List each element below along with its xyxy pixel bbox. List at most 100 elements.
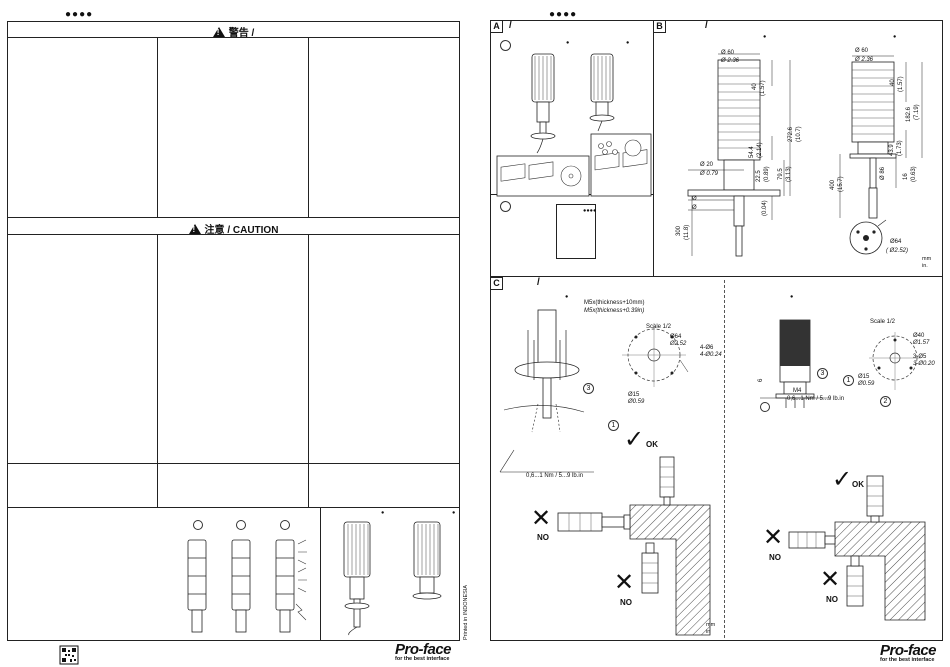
logo-brand: Pro-face [880, 642, 937, 659]
dim-label: Ø 60 [721, 50, 735, 56]
dim-label: 4-Ø6 [700, 345, 714, 351]
dim-label: 22.5 [756, 170, 762, 182]
callout-circle [280, 520, 290, 530]
right-frame [490, 20, 943, 641]
no-cross-icon: ✕ [763, 524, 784, 551]
bullet: ● [790, 294, 794, 300]
no-label: NO [537, 533, 549, 542]
dim-label: Ø0.59 [858, 381, 875, 387]
callout-2-right: 2 [880, 396, 891, 407]
panel-c-title: / [537, 277, 540, 288]
right-logo: Pro-face for the best interface [880, 642, 937, 663]
dim-label: Ø 20 [700, 162, 714, 168]
dim-label: 16 [903, 173, 909, 180]
wall-mount-left [557, 456, 711, 636]
screw-spec-in: M5x(thickness+0.39in) [584, 308, 645, 314]
dim-label: Ø1.57 [913, 340, 930, 346]
warning-icon [212, 27, 225, 37]
callout-circle [760, 402, 770, 412]
printed-in: Printed in INDONESIA [463, 584, 469, 640]
callout-1-left: 1 [608, 420, 619, 431]
dim-label: Ø 2.36 [721, 58, 740, 64]
logo-tagline: for the best interface [880, 657, 935, 663]
dim-label: 272.6 [788, 126, 794, 142]
dim-label: Ø 86 [880, 166, 886, 180]
dim-label: (3.13) [786, 166, 792, 182]
scale-label: Scale 1/2 [646, 324, 672, 330]
ok-label: OK [646, 440, 658, 449]
panel-b-unit: mm in. [922, 256, 932, 269]
logo-brand: Pro-face [395, 641, 452, 658]
bullet: ● [566, 40, 570, 46]
warning-header-text: 警告 / [228, 28, 255, 39]
no-label: NO [620, 598, 632, 607]
dim-label: (15.7) [838, 176, 844, 192]
right-page-marker: ●●●● [549, 9, 578, 20]
no-cross-icon: ✕ [820, 566, 841, 593]
dim-label: 40 [752, 83, 758, 90]
caution-icon [188, 224, 201, 234]
tower-drawings [187, 539, 307, 633]
dim-label: Ø0.59 [628, 399, 645, 405]
bullet: ● [763, 34, 767, 40]
dim-label: 6 [758, 378, 764, 382]
dim-label: 40 [890, 79, 896, 86]
warning-header: 警告 / [7, 24, 460, 39]
dim-label: (1.57) [898, 76, 904, 92]
dim-label: 54.4 [749, 146, 755, 158]
dim-label: Ø [692, 205, 697, 211]
callout-3-right: 3 [817, 368, 828, 379]
torque-spec: 0,6...1 Nm / 5...9 lb.in [526, 473, 584, 479]
dim-label: (0.04) [762, 200, 768, 216]
bullet: ● [893, 34, 897, 40]
dim-label: 3-Ø5 [913, 354, 927, 360]
panel-b-letter: B [653, 20, 666, 33]
left-logo: Pro-face for the best interface [395, 641, 452, 662]
dim-label: 182.6 [906, 106, 912, 122]
no-label: NO [826, 595, 838, 604]
bullet-right: ● [452, 510, 456, 516]
mount-towers [343, 521, 442, 636]
callout-circle [500, 201, 511, 212]
no-cross-icon: ✕ [614, 569, 635, 596]
dim-label: (11.8) [684, 224, 690, 240]
dim-label: Ø 60 [855, 48, 869, 54]
panel-c-left-drawing [499, 309, 689, 473]
callout-circle [236, 520, 246, 530]
dim-label: (0.63) [911, 166, 917, 182]
dim-label: (2.14) [757, 142, 763, 158]
dim-label: (7.19) [914, 104, 920, 120]
bullet: ● [565, 294, 569, 300]
dim-label: 43.9 [889, 144, 895, 156]
dim-label: Ø40 [913, 333, 925, 339]
panel-a-letter: A [490, 20, 503, 33]
caution-header-text: 注意 / CAUTION [204, 225, 279, 236]
dim-label: Ø15 [628, 392, 640, 398]
m4-label: M4 [793, 388, 802, 394]
ok-check-icon: ✓ [624, 426, 645, 453]
callout-3-left: 3 [583, 383, 594, 394]
panel-a-leaflet [556, 204, 596, 259]
callout-circle [193, 520, 203, 530]
dim-label: (1.73) [897, 140, 903, 156]
dim-label: 4-Ø0.24 [700, 352, 722, 358]
panel-a-leaflet-dots: ●●●● [583, 208, 597, 214]
torque-spec: 0,6...1 Nm / 5...9 lb.in [787, 396, 845, 402]
callout-1-right: 1 [843, 375, 854, 386]
left-page-marker: ●●●● [65, 9, 94, 20]
caution-header: 注意 / CAUTION [7, 221, 460, 236]
dim-label: Ø 0.79 [700, 171, 719, 177]
panel-a-title: / [509, 20, 512, 31]
dim-label: 79.5 [778, 168, 784, 180]
dim-label: Ø2.52 [670, 341, 687, 347]
dim-label: Ø15 [858, 374, 870, 380]
screw-spec: M5x(thickness+10mm) [584, 300, 645, 306]
panel-a-drawing [496, 53, 652, 197]
dim-label: Ø64 [890, 239, 902, 245]
no-label: NO [769, 553, 781, 562]
logo-tagline: for the best interface [395, 656, 450, 662]
dim-label: 300 [676, 225, 682, 236]
dim-label: (10.7) [796, 126, 802, 142]
scale-circle-right [869, 332, 921, 390]
dim-label: Ø64 [670, 334, 682, 340]
